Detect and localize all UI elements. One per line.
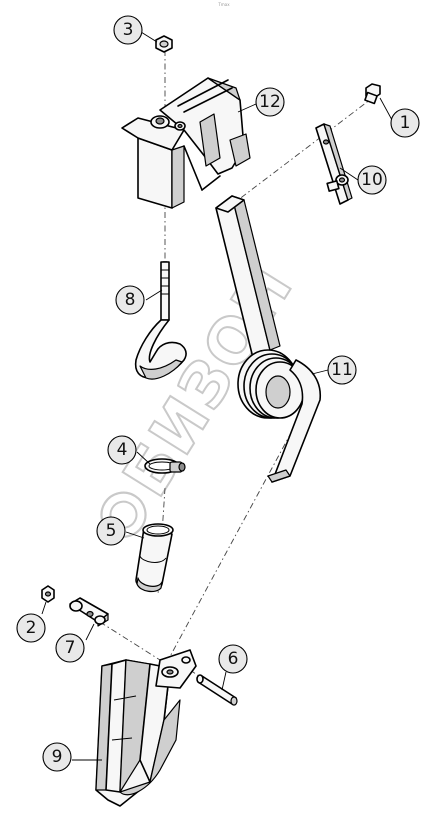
callout-12-label: 12 xyxy=(259,92,281,112)
callout-3: 3 xyxy=(113,15,143,45)
leader-7 xyxy=(85,623,95,641)
leader-3 xyxy=(140,31,158,43)
callout-12: 12 xyxy=(255,87,285,117)
callout-10: 10 xyxy=(357,165,387,195)
axis-bolt-1 xyxy=(237,95,376,201)
callout-2-label: 2 xyxy=(26,618,37,638)
axis-clamp-sleeve xyxy=(157,487,166,596)
callout-9: 9 xyxy=(42,742,72,772)
part-5-sleeve xyxy=(135,523,174,593)
callout-leaders xyxy=(41,31,393,761)
callout-2: 2 xyxy=(16,613,46,643)
part-4-clamp xyxy=(144,458,186,474)
callout-11-label: 11 xyxy=(331,360,353,380)
part-12-bracket xyxy=(121,77,251,209)
callout-7: 7 xyxy=(55,633,85,663)
callout-1-label: 1 xyxy=(400,113,411,133)
callout-8-label: 8 xyxy=(125,290,136,310)
leader-10 xyxy=(339,167,359,181)
callout-8: 8 xyxy=(115,285,145,315)
leader-6 xyxy=(221,671,227,691)
callout-10-label: 10 xyxy=(361,170,383,190)
part-9-coulter xyxy=(95,649,197,807)
part-3-nut xyxy=(155,35,173,53)
part-8-hook-bolt xyxy=(134,261,187,380)
axis-spring-to-coulter xyxy=(159,419,299,676)
callout-5: 5 xyxy=(96,516,126,546)
leader-4 xyxy=(136,451,151,465)
callout-4-label: 4 xyxy=(117,440,128,460)
header-tiny-text: Tmax xyxy=(218,2,230,7)
axis-nut-2 xyxy=(99,621,161,661)
leader-2 xyxy=(41,601,47,615)
part-11-spring-tine xyxy=(215,195,321,483)
callout-1: 1 xyxy=(390,108,420,138)
part-1-bolt xyxy=(364,83,381,105)
callout-5-label: 5 xyxy=(106,521,117,541)
leader-12 xyxy=(237,103,257,113)
callout-9-label: 9 xyxy=(52,747,63,767)
leader-5 xyxy=(125,531,145,539)
part-10-strap xyxy=(315,123,353,205)
callout-7-label: 7 xyxy=(65,638,76,658)
leader-8 xyxy=(145,289,163,301)
part-7-coupling xyxy=(69,597,109,627)
callout-3-label: 3 xyxy=(123,20,134,40)
callout-4: 4 xyxy=(107,435,137,465)
part-6-pin xyxy=(196,674,238,706)
callout-6: 6 xyxy=(218,644,248,674)
callout-6-label: 6 xyxy=(228,649,239,669)
leader-1 xyxy=(379,97,393,121)
part-2-nut xyxy=(41,585,55,603)
leader-11 xyxy=(311,369,329,375)
callout-11: 11 xyxy=(327,355,357,385)
